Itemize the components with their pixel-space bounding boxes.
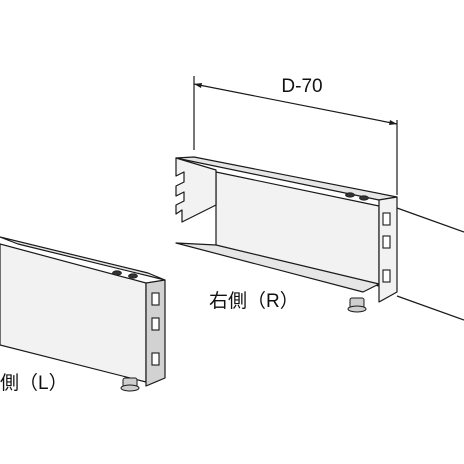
left-top-hole-2: [128, 273, 138, 279]
left-slot-3: [151, 352, 160, 366]
dimension-d70: D-70: [193, 76, 398, 195]
bracket-left: [0, 236, 166, 392]
left-front-face: [0, 243, 147, 383]
left-part-label: 側（L）: [0, 372, 68, 394]
left-slot-2: [151, 317, 160, 331]
right-slot-1: [382, 212, 391, 226]
left-slot-1: [151, 292, 160, 306]
arrowhead-left: [194, 83, 202, 88]
dimension-label: D-70: [281, 76, 322, 97]
right-top-hole-2: [359, 195, 369, 201]
right-hook-plate: [175, 157, 217, 223]
right-top-hole-1: [345, 192, 355, 198]
left-top-hole-1: [112, 270, 122, 276]
right-slot-3: [382, 269, 391, 283]
right-foot-base: [347, 305, 367, 313]
right-part-label: 右側（R）: [209, 290, 299, 312]
left-foot-base: [120, 384, 140, 392]
right-slot-2: [382, 235, 391, 249]
bracket-right: [175, 156, 398, 313]
rail-edge-upper: [396, 207, 464, 233]
arrowhead-right: [389, 120, 397, 125]
dimension-line: [193, 83, 398, 125]
left-end-plate: [145, 279, 166, 387]
rail-edge-lower: [396, 295, 464, 321]
